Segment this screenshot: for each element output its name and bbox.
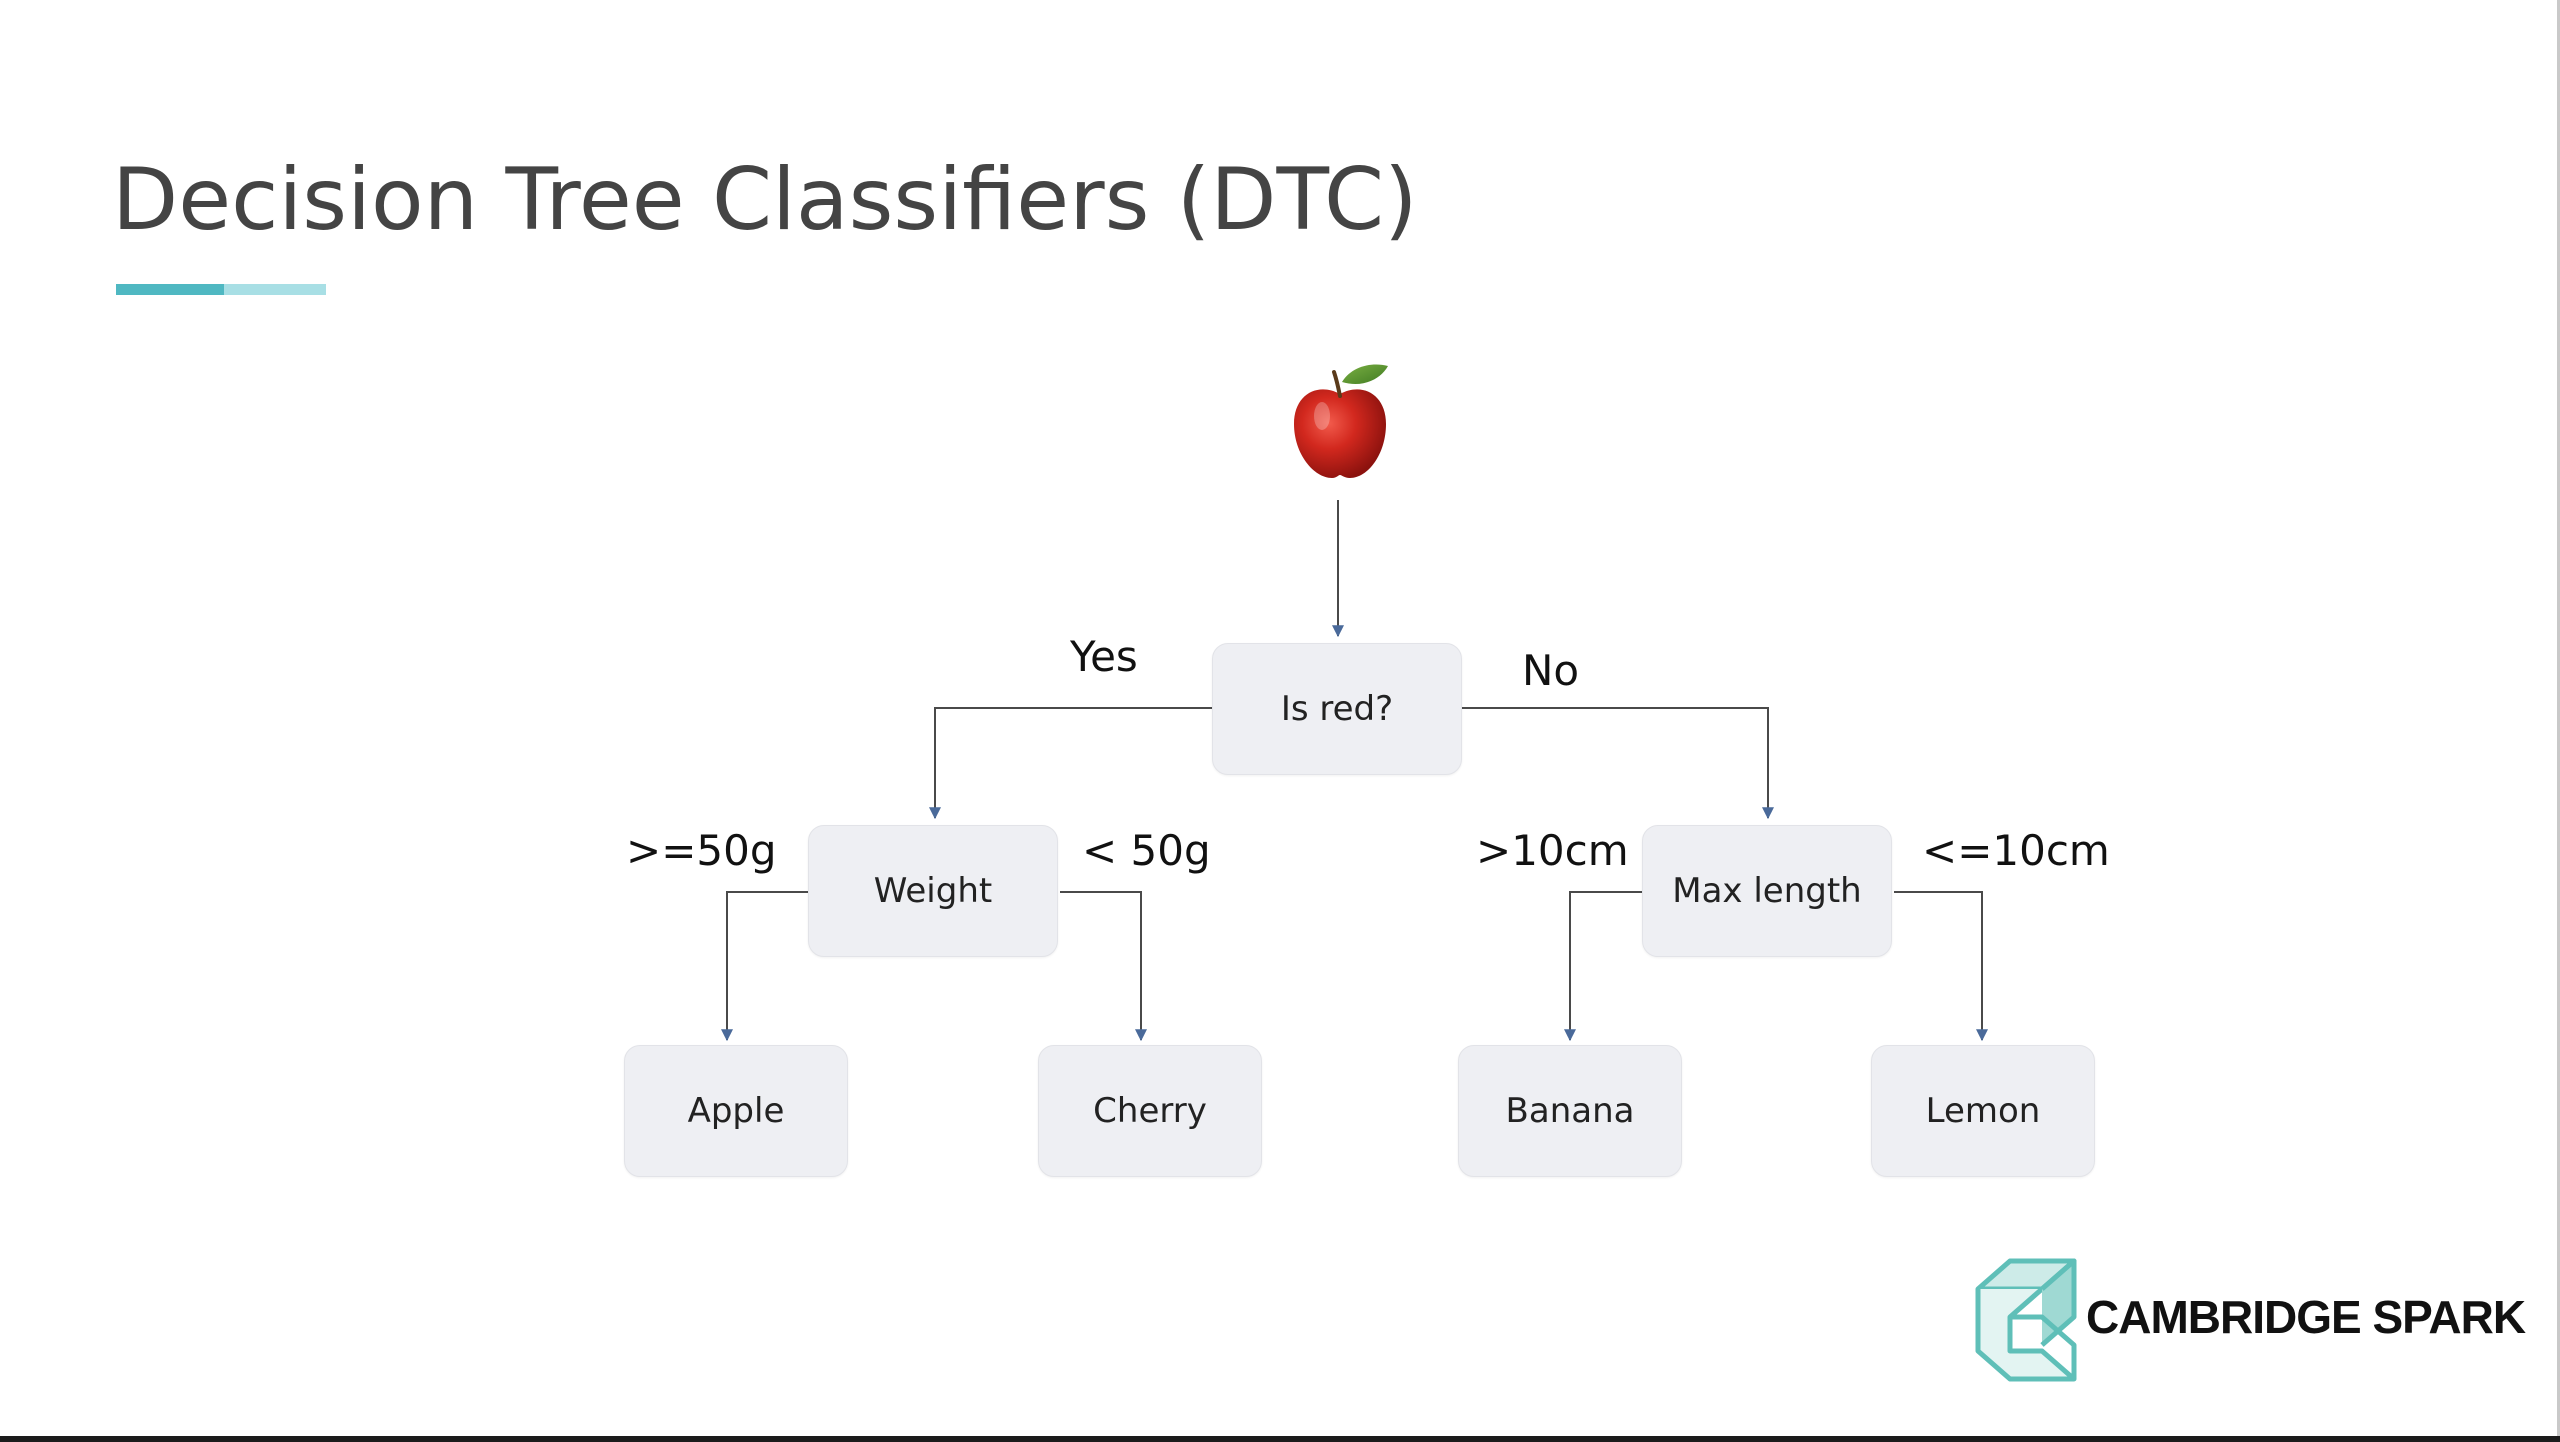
leaf-cherry: Cherry [1038, 1045, 1262, 1177]
edge-label-no: No [1522, 646, 1580, 695]
red-apple-image [1294, 364, 1388, 478]
leaf-lemon: Lemon [1871, 1045, 2095, 1177]
node-weight: Weight [808, 825, 1058, 957]
title-underline-accent [116, 284, 224, 295]
slide-title: Decision Tree Classifiers (DTC) [112, 150, 1418, 250]
bottom-border [0, 1436, 2560, 1442]
node-max-length: Max length [1642, 825, 1892, 957]
edge-label-yes: Yes [1070, 632, 1138, 681]
edge-label-weight-heavy: >=50g [626, 826, 777, 875]
edge-label-length-long: >10cm [1476, 826, 1629, 875]
node-is-red: Is red? [1212, 643, 1462, 775]
leaf-apple: Apple [624, 1045, 848, 1177]
leaf-banana: Banana [1458, 1045, 1682, 1177]
edge-label-length-short: <=10cm [1922, 826, 2110, 875]
edge-label-weight-light: < 50g [1082, 826, 1211, 875]
connector-maxlength-lemon [1894, 891, 1988, 1042]
slide-right-border [2557, 0, 2560, 1436]
title-underline-light [224, 284, 326, 295]
connector-root-maxlength [1462, 707, 1774, 820]
connector-root-weight [929, 707, 1212, 820]
connector-weight-apple [721, 891, 808, 1042]
brand-name: CAMBRIDGE SPARK [2086, 1291, 2526, 1343]
connector-weight-cherry [1060, 891, 1147, 1042]
connector-maxlength-banana [1564, 891, 1642, 1042]
cambridge-spark-logo-icon [1975, 1258, 2077, 1382]
